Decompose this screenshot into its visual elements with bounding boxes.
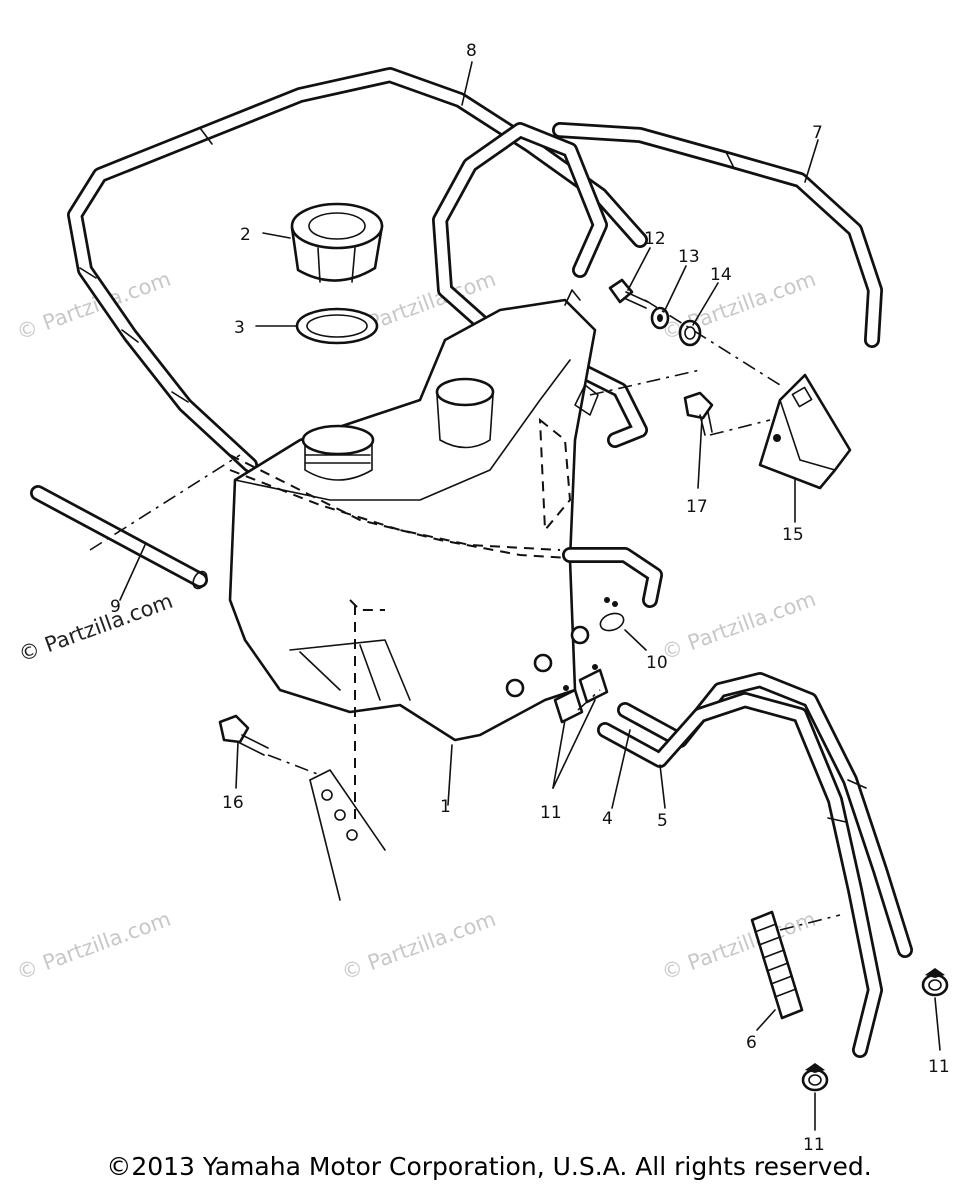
bracket-15	[758, 373, 852, 490]
watermark: © Partzilla.com	[659, 907, 819, 985]
washer-13	[650, 306, 670, 330]
tank-cap-2	[290, 202, 384, 283]
clamp-11-bottom	[801, 1063, 829, 1092]
gasket-3	[295, 307, 379, 345]
hose-7	[432, 122, 883, 448]
copyright-notice: ©2013 Yamaha Motor Corporation, U.S.A. A…	[106, 1152, 872, 1181]
callout-6: 6	[746, 1033, 757, 1053]
callout-8: 8	[466, 41, 477, 61]
callout-13: 13	[678, 247, 700, 267]
callout-15: 15	[782, 525, 804, 545]
watermark: © Partzilla.com	[14, 907, 174, 985]
hose-8	[67, 67, 648, 473]
callout-1: 1	[440, 797, 451, 817]
hose-5	[597, 692, 883, 1058]
clip-10	[599, 597, 625, 632]
bolt-16	[218, 714, 269, 756]
oil-tank-1	[228, 289, 599, 742]
callout-11: 11	[928, 1057, 950, 1077]
tube-9	[30, 485, 208, 590]
callout-9: 9	[110, 597, 121, 617]
frame-mount	[309, 769, 386, 901]
callout-4: 4	[602, 809, 613, 829]
callout-17: 17	[686, 497, 708, 517]
callout-12: 12	[644, 229, 666, 249]
clamp-11-upper	[553, 664, 609, 724]
callout-5: 5	[657, 811, 668, 831]
callout-10: 10	[646, 653, 668, 673]
collar-14	[678, 319, 702, 347]
callouts: 1 2 3 4 5 6 7 8 9 10 11 11 11 12 13 14 1…	[110, 41, 950, 1155]
callout-3: 3	[234, 318, 245, 338]
assembly-lines	[89, 299, 841, 931]
clamp-11-right	[921, 968, 949, 997]
bolt-12	[608, 278, 649, 309]
leader-lines	[119, 61, 941, 1131]
hidden-lines	[229, 417, 601, 820]
callout-11: 11	[540, 803, 562, 823]
watermark: © Partzilla.com	[16, 589, 176, 667]
callout-11: 11	[803, 1135, 825, 1155]
callout-14: 14	[710, 265, 732, 285]
tank-outlet-hose	[562, 547, 663, 608]
callout-2: 2	[240, 225, 251, 245]
watermark: © Partzilla.com	[339, 907, 499, 985]
callout-16: 16	[222, 793, 244, 813]
callout-7: 7	[812, 123, 823, 143]
spiral-protector-6	[750, 910, 804, 1020]
watermark: © Partzilla.com	[659, 587, 819, 665]
bolt-17	[683, 391, 714, 436]
